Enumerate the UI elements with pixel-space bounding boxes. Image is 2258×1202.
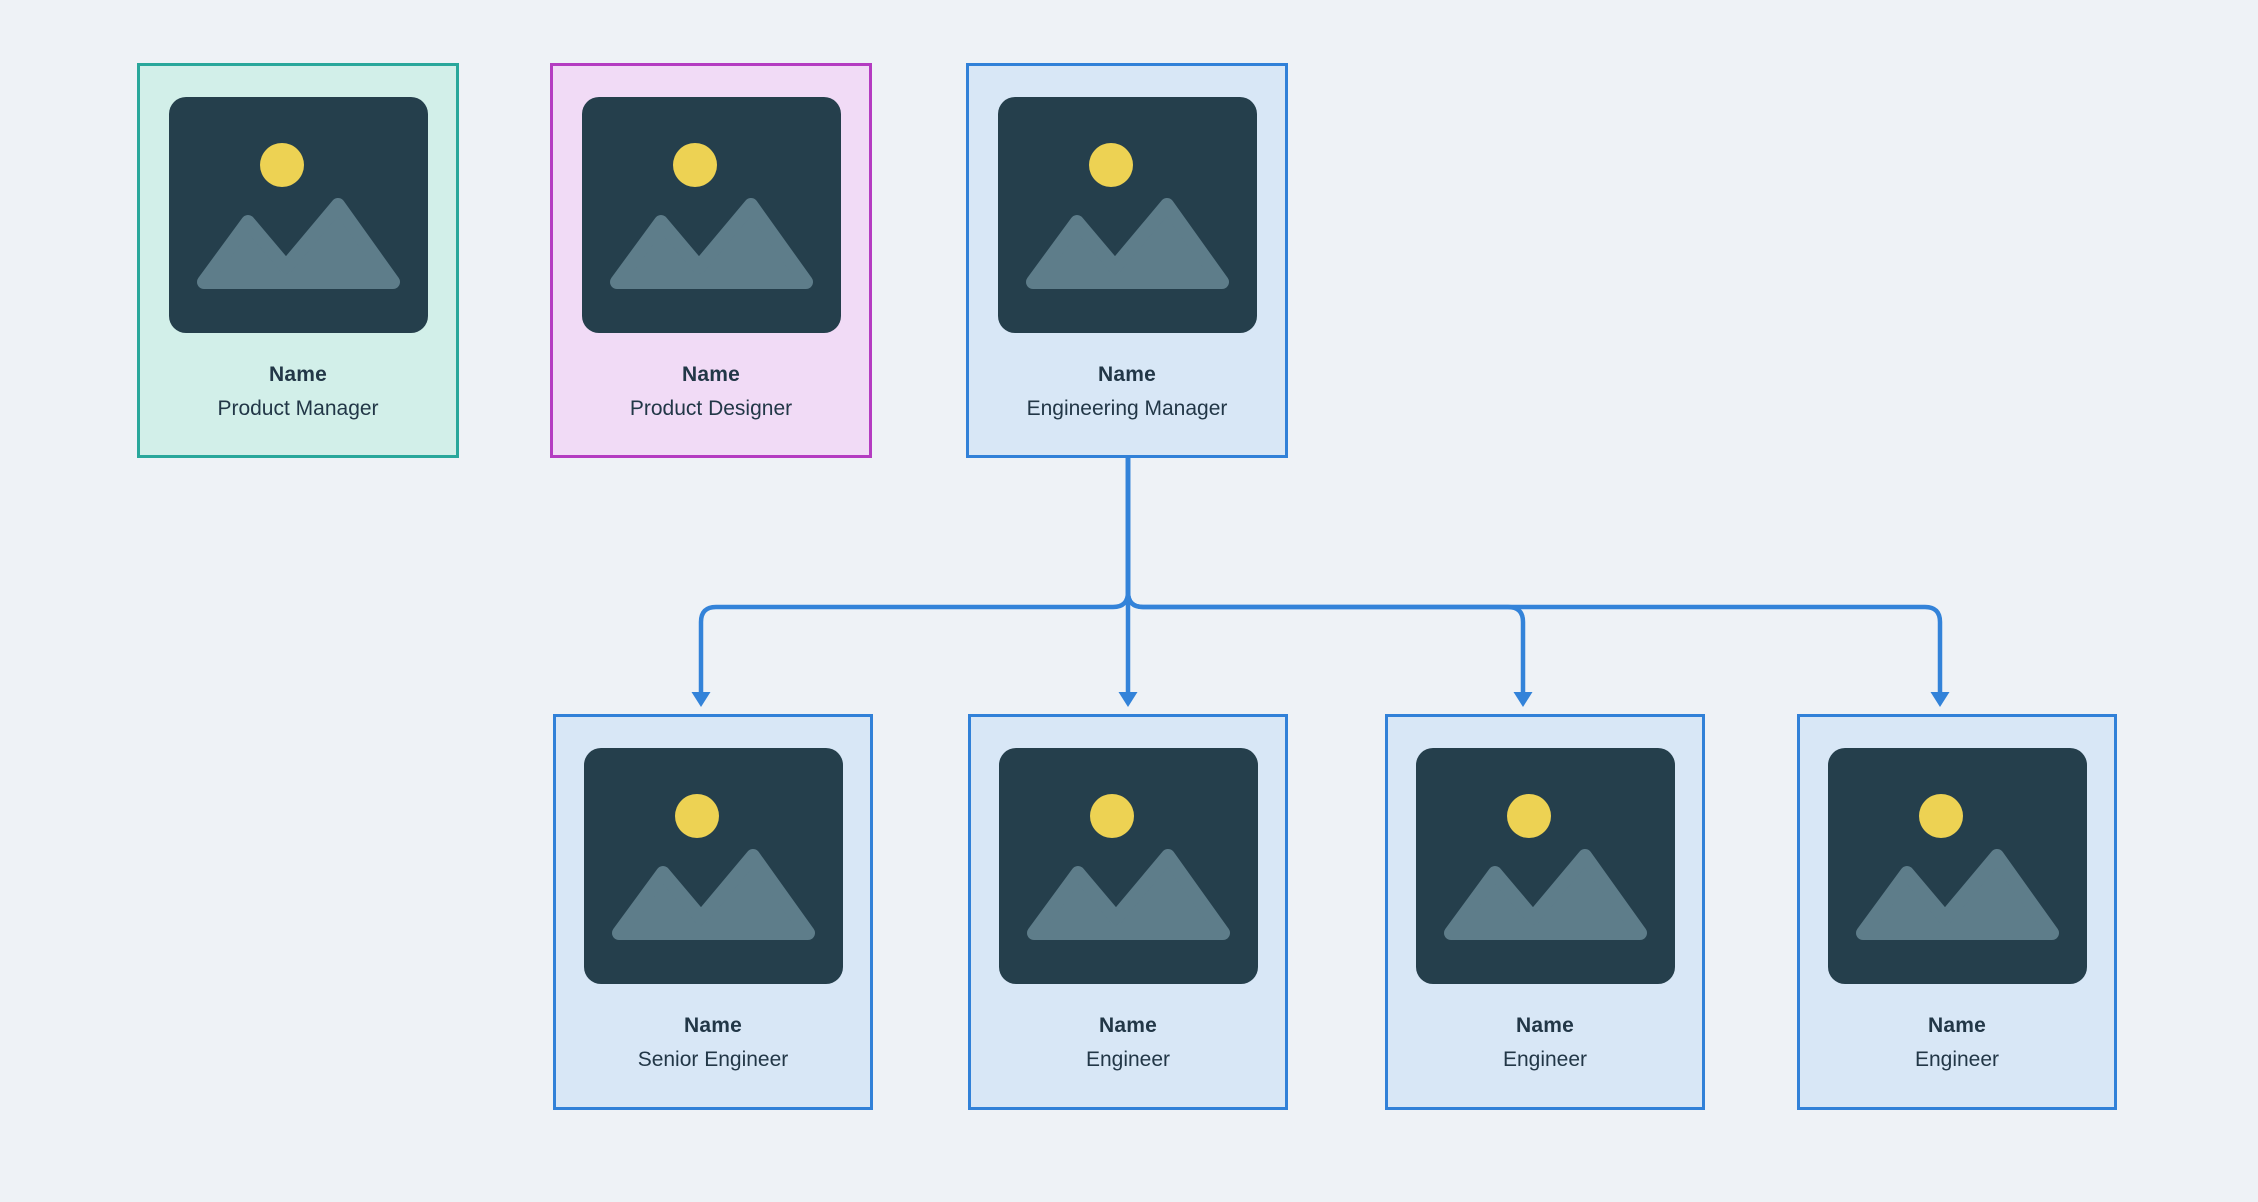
- photo-frame: [583, 748, 843, 984]
- org-card[interactable]: Name Product Manager: [137, 63, 459, 458]
- image-placeholder-icon: [1415, 748, 1675, 984]
- photo-frame: [998, 748, 1258, 984]
- connector-arrowhead-icon: [1118, 692, 1138, 707]
- mountains-icon: [1026, 849, 1230, 940]
- image-placeholder-icon: [997, 97, 1257, 333]
- connector-edge[interactable]: [1125, 458, 1943, 695]
- connector-arrowhead-icon: [691, 692, 711, 707]
- org-card[interactable]: Name Engineer: [1797, 714, 2117, 1110]
- org-card[interactable]: Name Engineer: [968, 714, 1288, 1110]
- org-card[interactable]: Name Engineering Manager: [966, 63, 1288, 458]
- connector-edge[interactable]: [1125, 458, 1526, 695]
- org-card[interactable]: Name Senior Engineer: [553, 714, 873, 1110]
- photo-frame: [168, 97, 428, 333]
- image-placeholder-icon: [583, 748, 843, 984]
- photo-frame: [997, 97, 1257, 333]
- image-placeholder-icon: [1827, 748, 2087, 984]
- member-name: Name: [269, 363, 327, 386]
- org-card[interactable]: Name Engineer: [1385, 714, 1705, 1110]
- member-role: Senior Engineer: [637, 1048, 789, 1071]
- photo-frame: [1415, 748, 1675, 984]
- member-name: Name: [1928, 1014, 1986, 1037]
- sun-icon: [1506, 794, 1551, 838]
- member-name: Name: [682, 363, 740, 386]
- member-role: Engineering Manager: [1026, 397, 1228, 420]
- mountains-icon: [1025, 198, 1229, 289]
- sun-icon: [259, 143, 304, 187]
- member-role: Product Manager: [217, 397, 379, 420]
- mountains-icon: [1443, 849, 1647, 940]
- image-placeholder-icon: [998, 748, 1258, 984]
- member-role: Engineer: [1502, 1048, 1588, 1071]
- member-name: Name: [1098, 363, 1156, 386]
- org-card[interactable]: Name Product Designer: [550, 63, 872, 458]
- image-placeholder-icon: [581, 97, 841, 333]
- sun-icon: [1088, 143, 1133, 187]
- member-role: Product Designer: [629, 397, 793, 420]
- connector-edge[interactable]: [698, 458, 1131, 695]
- mountains-icon: [609, 198, 813, 289]
- photo-frame: [581, 97, 841, 333]
- sun-icon: [672, 143, 717, 187]
- member-name: Name: [1099, 1014, 1157, 1037]
- mountains-icon: [611, 849, 815, 940]
- connector-arrowhead-icon: [1513, 692, 1533, 707]
- member-name: Name: [1516, 1014, 1574, 1037]
- photo-frame: [1827, 748, 2087, 984]
- connector-arrowhead-icon: [1930, 692, 1950, 707]
- member-name: Name: [684, 1014, 742, 1037]
- image-placeholder-icon: [168, 97, 428, 333]
- member-role: Engineer: [1085, 1048, 1171, 1071]
- sun-icon: [1918, 794, 1963, 838]
- mountains-icon: [196, 198, 400, 289]
- sun-icon: [1089, 794, 1134, 838]
- sun-icon: [674, 794, 719, 838]
- mountains-icon: [1855, 849, 2059, 940]
- member-role: Engineer: [1914, 1048, 2000, 1071]
